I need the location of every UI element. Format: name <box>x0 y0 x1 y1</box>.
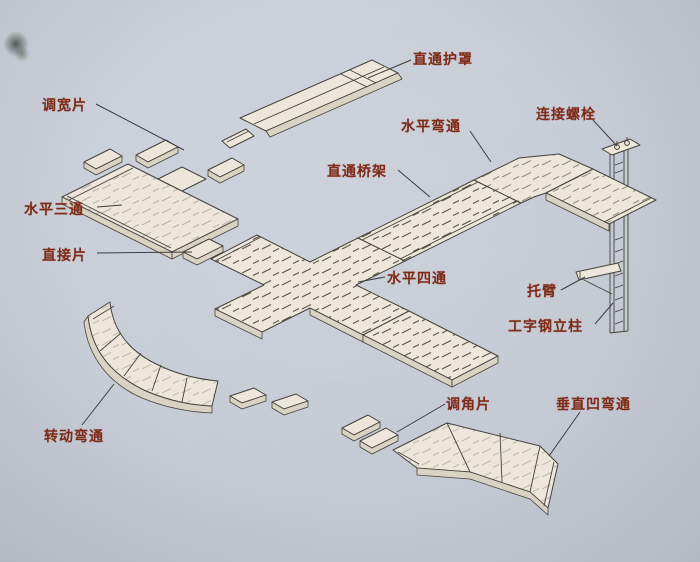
part-connecting-bolts <box>601 137 641 156</box>
part-horizontal-tee <box>61 163 239 260</box>
label-support-arm: 托臂 <box>527 284 557 300</box>
part-straight-cover <box>221 59 403 149</box>
label-horizontal-cross: 水平四通 <box>387 271 447 287</box>
label-width-adjust-piece: 调宽片 <box>42 98 87 114</box>
label-straight-tray: 直通桥架 <box>327 164 387 180</box>
label-connecting-bolt: 连接螺栓 <box>536 107 596 123</box>
part-width-adjust-pieces <box>83 139 245 184</box>
label-vertical-concave-bend: 垂直凹弯通 <box>556 397 631 413</box>
part-horizontal-bend <box>473 153 657 232</box>
part-rotating-bend <box>83 301 219 414</box>
label-i-beam-column: 工字钢立柱 <box>508 319 583 335</box>
label-straight-cover: 直通护罩 <box>413 52 473 68</box>
label-horizontal-bend: 水平弯通 <box>401 119 461 135</box>
part-horizontal-cross <box>210 234 410 343</box>
label-rotating-bend: 转动弯通 <box>44 429 104 445</box>
part-down-tray <box>362 310 499 388</box>
scan-smudge <box>2 30 30 58</box>
part-angle-adjust-pieces <box>341 414 399 455</box>
part-connector-plate <box>182 238 224 266</box>
scan-smudge-small <box>14 46 30 62</box>
label-connector-plate: 直接片 <box>42 248 87 264</box>
label-angle-adjust-piece: 调角片 <box>446 397 491 413</box>
label-horizontal-tee: 水平三通 <box>24 202 84 218</box>
part-link-pieces <box>229 387 309 416</box>
part-straight-tray <box>357 179 522 262</box>
part-support-arm <box>575 262 622 295</box>
leader-lines <box>81 59 618 457</box>
part-vertical-concave-bend <box>392 422 559 516</box>
part-ibeam-column <box>609 148 629 334</box>
